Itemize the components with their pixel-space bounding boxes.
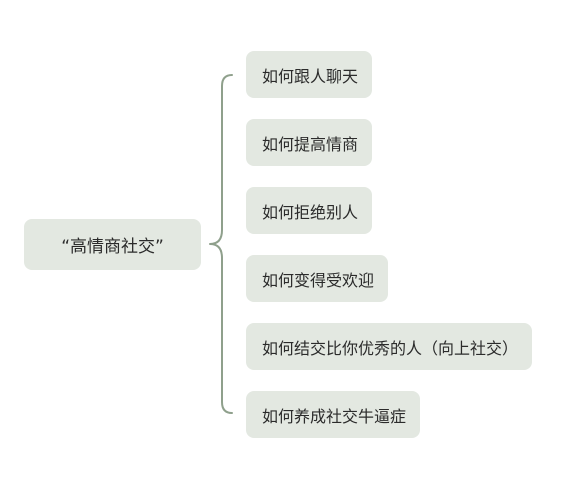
subtopic-label: 如何拒绝别人 xyxy=(262,202,359,222)
subtopic-social-confidence[interactable]: 如何养成社交牛逼症 xyxy=(246,391,421,438)
subtopic-label: 如何结交比你优秀的人（向上社交） xyxy=(262,338,519,358)
subtopic-label: 如何变得受欢迎 xyxy=(262,270,375,290)
subtopic-label: 如何养成社交牛逼症 xyxy=(262,406,407,426)
subtopic-label: 如何跟人聊天 xyxy=(262,66,359,86)
subtopic-label: 如何提高情商 xyxy=(262,134,359,154)
root-topic-label: “高情商社交” xyxy=(61,237,164,257)
subtopic-popular[interactable]: 如何变得受欢迎 xyxy=(246,255,389,302)
subtopic-refuse[interactable]: 如何拒绝别人 xyxy=(246,187,373,234)
subtopic-eq[interactable]: 如何提高情商 xyxy=(246,119,373,166)
curly-brace-path xyxy=(209,74,233,414)
root-topic[interactable]: “高情商社交” xyxy=(24,219,201,270)
subtopic-chat[interactable]: 如何跟人聊天 xyxy=(246,51,373,98)
subtopic-upward-social[interactable]: 如何结交比你优秀的人（向上社交） xyxy=(246,323,533,370)
